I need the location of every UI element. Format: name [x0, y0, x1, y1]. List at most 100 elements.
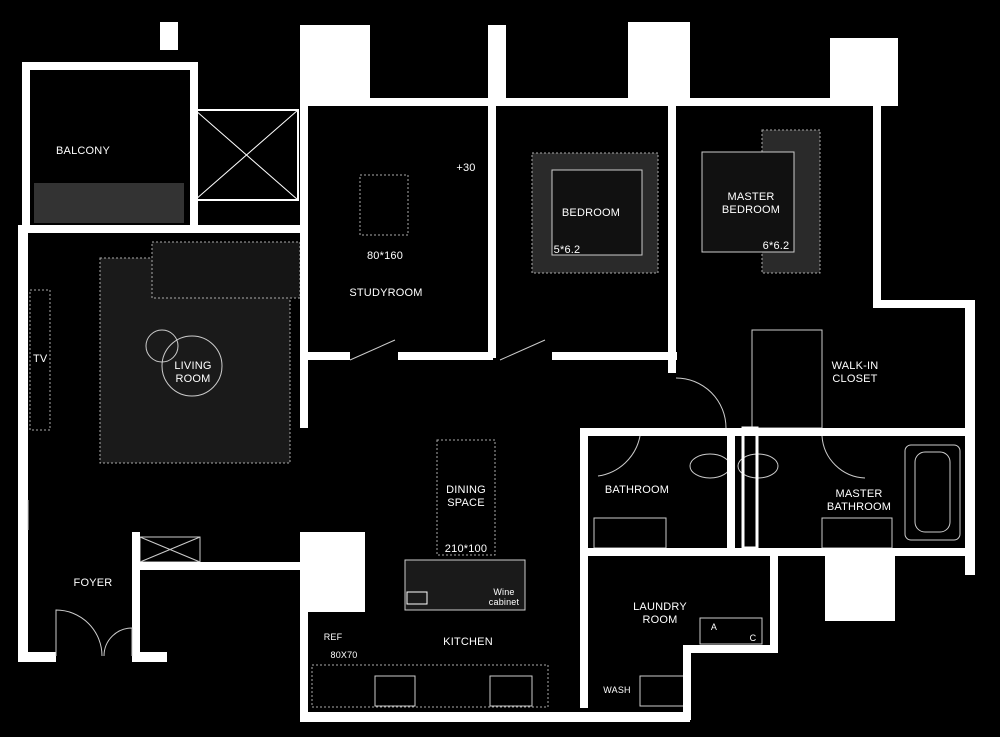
fridge-size: 80X70: [330, 650, 358, 660]
kitchen-counter: [311, 664, 549, 708]
laundry-mark-c: C: [749, 633, 757, 643]
entry-door: [103, 627, 133, 657]
dimension-dining-table: 210*100: [444, 543, 488, 555]
room-label-laundry-room: LAUNDRY ROOM: [633, 601, 687, 627]
wall: [300, 25, 370, 105]
wall: [300, 352, 350, 360]
living-sofa: [151, 241, 301, 299]
kitchen-island: [404, 559, 526, 611]
furniture-layer: [29, 109, 961, 708]
room-label-dining-space: DINING SPACE: [446, 484, 486, 510]
living-room-line-2: ROOM: [175, 373, 211, 385]
laundry-line-2: ROOM: [642, 614, 678, 626]
wall: [488, 25, 506, 105]
room-label-living-room: LIVING ROOM: [174, 360, 211, 386]
room-label-kitchen: KITCHEN: [443, 636, 493, 648]
dining-line-1: DINING: [446, 484, 486, 496]
wardrobe: [751, 329, 823, 429]
dining-table: [436, 439, 496, 556]
wall: [300, 98, 308, 428]
void-mark: [194, 109, 299, 201]
wall: [132, 532, 140, 660]
room-label-foyer: FOYER: [73, 577, 113, 589]
wine-cabinet-line-1: Wine: [493, 587, 515, 597]
wine-cabinet-line-2: cabinet: [488, 597, 520, 607]
wall: [300, 532, 308, 722]
island-sink: [406, 591, 428, 605]
cooktop: [489, 675, 533, 707]
wall: [22, 62, 30, 230]
room-label-balcony: BALCONY: [56, 145, 110, 157]
wall: [965, 300, 975, 575]
bedroom-bed: [551, 169, 643, 256]
master-door: [675, 377, 727, 429]
master-bath-line-2: BATHROOM: [826, 501, 892, 513]
dining-line-2: SPACE: [447, 497, 485, 509]
master-bedroom-line-1: MASTER: [727, 191, 775, 203]
wall: [830, 38, 898, 106]
wall: [300, 532, 365, 612]
wine-cabinet-label: Wine cabinet: [489, 587, 519, 607]
kitchen-sink: [374, 675, 416, 707]
entry-door: [55, 609, 103, 657]
dimension-study-desk: 80*160: [366, 250, 404, 262]
wall: [825, 556, 895, 621]
laundry-mark-a: A: [710, 622, 718, 632]
master-bath-line-1: MASTER: [835, 488, 883, 500]
wash-label: WASH: [603, 685, 631, 695]
balcony-planter: [34, 183, 184, 223]
wall: [873, 300, 975, 308]
side-table: [145, 329, 179, 363]
living-room-line-1: LIVING: [174, 360, 212, 372]
study-door: [349, 339, 396, 361]
wall: [488, 98, 496, 358]
room-label-tv: TV: [33, 353, 48, 365]
wall: [668, 98, 676, 373]
room-label-studyroom: STUDYROOM: [349, 287, 423, 299]
wall: [300, 98, 880, 106]
walls-layer: [18, 22, 975, 722]
master-bedroom-line-2: BEDROOM: [721, 204, 781, 216]
room-label-master-bedroom: MASTER BEDROOM: [722, 191, 780, 217]
laundry-sink: [639, 675, 686, 707]
wall: [580, 428, 588, 708]
bedroom-door: [499, 339, 546, 361]
master-vanity: [821, 517, 893, 549]
coffee-table: [161, 335, 223, 397]
laundry-line-1: LAUNDRY: [633, 601, 687, 613]
wall: [300, 712, 690, 722]
study-desk: [359, 174, 409, 236]
bathroom-toilet: [689, 453, 731, 479]
wall: [160, 22, 178, 50]
wall: [18, 225, 28, 660]
wall: [628, 22, 690, 102]
bathtub-inner: [914, 451, 951, 533]
wall: [580, 548, 975, 556]
glass-partition: [741, 426, 759, 550]
master-bed: [701, 151, 795, 253]
doors-layer: [27, 339, 866, 657]
wall: [190, 62, 198, 230]
closet-line-1: WALK-IN: [831, 360, 879, 372]
closet-line-2: CLOSET: [832, 373, 878, 385]
wall: [873, 98, 881, 308]
bathtub: [904, 444, 961, 541]
fridge-label: REF: [323, 632, 343, 642]
room-label-walk-in-closet: WALK-IN CLOSET: [832, 360, 879, 386]
tv-cabinet: [29, 289, 51, 431]
wall: [22, 62, 197, 70]
laundry-counter: [699, 617, 763, 645]
wall: [132, 562, 302, 570]
bathroom-door: [597, 435, 641, 477]
level-note: +30: [456, 162, 476, 174]
wall: [770, 556, 778, 653]
room-label-bedroom: BEDROOM: [561, 207, 621, 219]
wall: [580, 428, 975, 436]
wall: [18, 225, 303, 233]
dimension-master-bed: 6*6.2: [762, 240, 790, 252]
wall: [683, 650, 691, 720]
dimension-bedroom-bed: 5*6.2: [553, 244, 581, 256]
wall: [727, 428, 735, 553]
